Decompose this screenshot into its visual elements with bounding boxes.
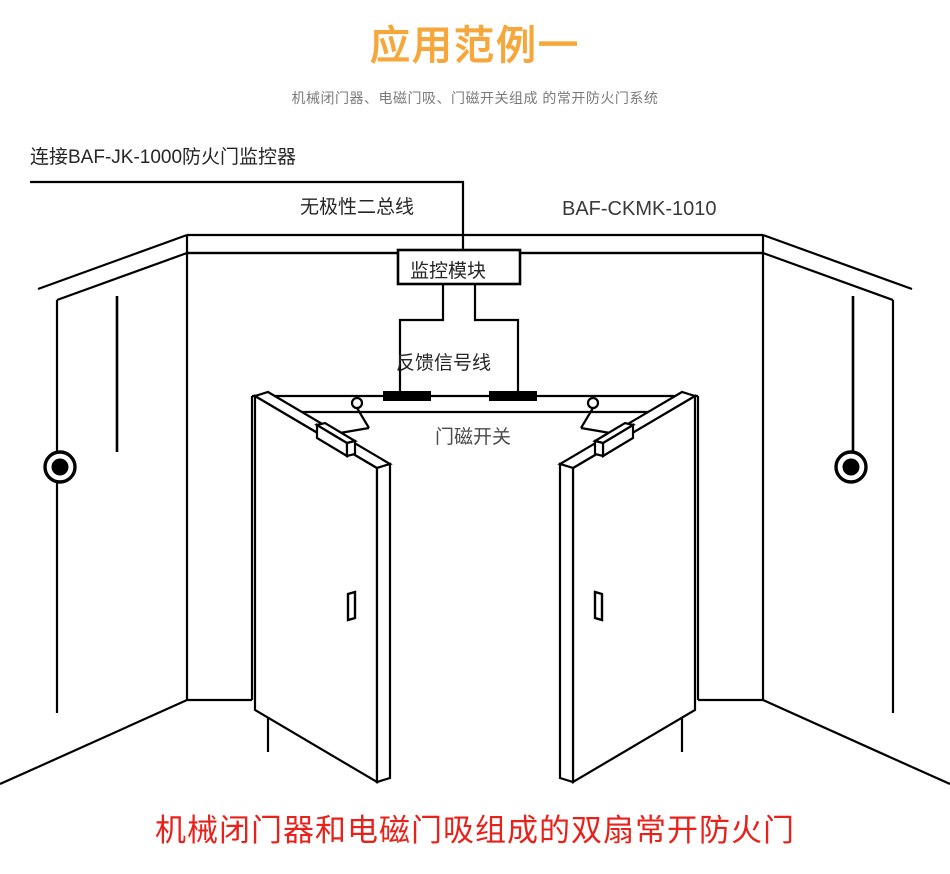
feedback-signal-wires	[398, 284, 520, 396]
label-monitor-host: 连接BAF-JK-1000防火门监控器	[30, 147, 297, 168]
page-title: 应用范例一	[370, 24, 580, 68]
holder-wire-joints	[115, 296, 855, 452]
label-monitoring-module: 监控模块	[410, 261, 487, 282]
fire-door-left-panel	[252, 390, 393, 784]
door-closer-right	[580, 396, 636, 458]
label-feedback-line: 反馈信号线	[396, 353, 492, 374]
door-magnetic-switch-left	[383, 391, 431, 401]
fire-door-right-panel	[557, 390, 698, 784]
page-subtitle: 机械闭门器、电磁门吸、门磁开关组成 的常开防火门系统	[291, 90, 659, 106]
monitoring-module-box	[396, 248, 522, 286]
electromagnetic-door-holder-right	[834, 450, 868, 484]
label-door-magnetic-switch: 门磁开关	[435, 427, 512, 448]
room-structure	[0, 233, 950, 786]
door-magnetic-switch-right	[489, 391, 537, 401]
electromagnetic-door-holder-left	[43, 450, 77, 484]
door-closer-left	[314, 396, 370, 458]
label-model-number: BAF-CKMK-1010	[562, 198, 717, 220]
bus-line-wire	[30, 180, 465, 250]
bottom-caption: 机械闭门器和电磁门吸组成的双扇常开防火门	[155, 813, 795, 848]
label-bus-line: 无极性二总线	[300, 197, 415, 218]
